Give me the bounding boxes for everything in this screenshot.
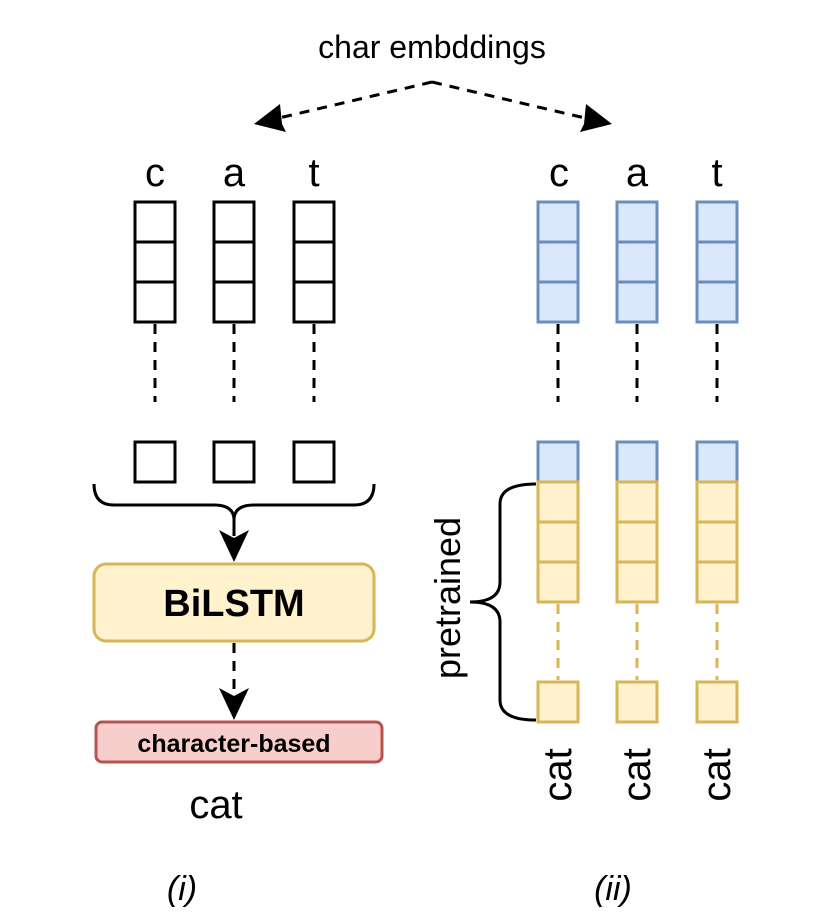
character-based-label: character-based — [137, 730, 330, 758]
embedding-column-a — [212, 200, 256, 324]
char-label-a-ii: a — [626, 151, 649, 195]
char-label-t: t — [308, 151, 319, 195]
word-label-ii-1: cat — [536, 748, 580, 801]
pretrained-label: pretrained — [427, 517, 468, 679]
output-arrowhead — [219, 688, 249, 720]
embedding-column-c — [133, 200, 177, 324]
caption-i: (i) — [167, 870, 197, 908]
pretrained-bottom-boxes — [536, 680, 739, 724]
combined-column-c — [536, 440, 580, 604]
arrow-to-panel-ii — [431, 80, 603, 124]
embedding-column-a-ii — [615, 200, 659, 324]
char-label-t-ii: t — [711, 151, 722, 195]
arrow-to-panel-i — [261, 80, 433, 124]
word-label-i: cat — [189, 783, 242, 827]
horizontal-brace — [92, 483, 376, 521]
word-label-ii-3: cat — [695, 748, 739, 801]
char-label-c-ii: c — [549, 151, 569, 195]
embedding-column-t-ii — [695, 200, 739, 324]
dashed-connectors-ii — [556, 324, 719, 402]
caption-ii: (ii) — [594, 870, 632, 908]
embedding-column-t — [292, 200, 336, 324]
vertical-brace — [469, 482, 537, 722]
char-label-c: c — [145, 151, 165, 195]
arrowhead-right — [580, 104, 612, 132]
combined-column-t — [695, 440, 739, 604]
char-embeddings-label: char embddings — [318, 29, 546, 65]
combined-column-a — [615, 440, 659, 604]
char-label-a: a — [223, 151, 246, 195]
embedding-column-c-ii — [536, 200, 580, 324]
dashed-connectors-i — [153, 324, 316, 402]
arrowhead-left — [254, 104, 286, 132]
bilstm-box — [92, 562, 376, 643]
lower-boxes-i — [133, 440, 336, 484]
word-label-ii-2: cat — [615, 748, 659, 801]
panel-i: c a t BiLSTM — [92, 151, 384, 908]
panel-ii: c a t — [427, 151, 739, 908]
character-based-box — [94, 720, 384, 764]
bilstm-label: BiLSTM — [163, 583, 304, 625]
brace-arrowhead — [219, 530, 249, 562]
pretrained-dashed-connectors — [556, 604, 719, 680]
